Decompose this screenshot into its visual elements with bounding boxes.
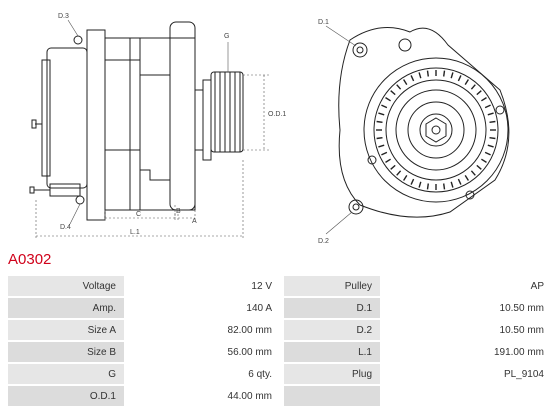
spec-label: Plug bbox=[284, 364, 380, 384]
vent-slot bbox=[443, 70, 446, 77]
vent-slot bbox=[487, 144, 494, 148]
spec-separator bbox=[280, 298, 284, 318]
vent-slot bbox=[390, 90, 396, 96]
vent-slot bbox=[410, 75, 415, 82]
spec-value: 10.50 mm bbox=[380, 298, 552, 318]
spec-label: Pulley bbox=[284, 276, 380, 296]
vent-slot bbox=[464, 175, 469, 181]
spec-separator bbox=[280, 364, 284, 384]
cooling-vents bbox=[376, 70, 496, 190]
spec-separator bbox=[280, 320, 284, 340]
spec-label: Amp. bbox=[8, 298, 124, 318]
vent-slot bbox=[381, 151, 388, 156]
vent-slot bbox=[457, 178, 462, 185]
part-code: A0302 bbox=[8, 251, 52, 268]
vent-slot bbox=[470, 170, 476, 176]
spec-value: 44.00 mm bbox=[124, 386, 280, 406]
vent-slot bbox=[396, 170, 402, 176]
vent-slot bbox=[450, 72, 454, 79]
spec-label: O.D.1 bbox=[8, 386, 124, 406]
spec-separator bbox=[280, 276, 284, 296]
leader-lines bbox=[67, 19, 229, 225]
spec-label bbox=[284, 386, 380, 406]
spec-separator bbox=[280, 342, 284, 362]
label-d3: D.3 bbox=[58, 13, 69, 20]
vent-slot bbox=[481, 97, 487, 102]
front-view-drawing bbox=[338, 27, 510, 218]
dimension-lines bbox=[35, 74, 270, 240]
vent-slot bbox=[487, 112, 494, 116]
vent-slot bbox=[376, 137, 383, 140]
spec-value: PL_9104 bbox=[380, 364, 552, 384]
spec-label: D.1 bbox=[284, 298, 380, 318]
vent-slot bbox=[470, 84, 476, 90]
label-c: C bbox=[136, 211, 141, 218]
vent-slot bbox=[403, 79, 408, 85]
label-g: G bbox=[224, 33, 229, 40]
label-od1: O.D.1 bbox=[268, 111, 286, 118]
vent-slot bbox=[378, 144, 385, 148]
vent-slot bbox=[385, 97, 391, 102]
label-d4: D.4 bbox=[60, 224, 71, 231]
spec-value: 12 V bbox=[124, 276, 280, 296]
spec-label: Voltage bbox=[8, 276, 124, 296]
vent-slot bbox=[489, 137, 496, 140]
vent-slot bbox=[378, 112, 385, 116]
spec-separator bbox=[280, 386, 284, 406]
spec-value: 140 A bbox=[124, 298, 280, 318]
spec-value: 82.00 mm bbox=[124, 320, 280, 340]
vent-slot bbox=[410, 178, 415, 185]
vent-slot bbox=[476, 164, 482, 170]
vent-slot bbox=[376, 120, 383, 123]
vent-slot bbox=[426, 70, 429, 77]
vent-slot bbox=[385, 158, 391, 163]
vent-slot bbox=[457, 75, 462, 82]
vent-slot bbox=[418, 181, 422, 188]
spec-value: 10.50 mm bbox=[380, 320, 552, 340]
label-d1: D.1 bbox=[318, 19, 329, 26]
label-a: A bbox=[192, 218, 197, 225]
vent-slot bbox=[484, 104, 491, 109]
vent-slot bbox=[418, 72, 422, 79]
vent-slot bbox=[450, 181, 454, 188]
vent-slot bbox=[464, 79, 469, 85]
vent-slot bbox=[484, 151, 491, 156]
spec-label: G bbox=[8, 364, 124, 384]
label-b: B bbox=[176, 208, 181, 215]
vent-slot bbox=[481, 158, 487, 163]
spec-label: D.2 bbox=[284, 320, 380, 340]
vent-slot bbox=[476, 90, 482, 96]
spec-value: AP bbox=[380, 276, 552, 296]
spec-label: Size A bbox=[8, 320, 124, 340]
technical-drawing: D.3 G O.D.1 D.4 C A B L.1 bbox=[29, 13, 510, 245]
spec-value: 56.00 mm bbox=[124, 342, 280, 362]
spec-value: 191.00 mm bbox=[380, 342, 552, 362]
label-l1: L.1 bbox=[130, 229, 140, 236]
vent-slot bbox=[403, 175, 408, 181]
vent-slot bbox=[381, 104, 388, 109]
vent-slot bbox=[443, 183, 446, 190]
vent-slot bbox=[390, 164, 396, 170]
spec-value bbox=[380, 386, 552, 406]
vent-slot bbox=[396, 84, 402, 90]
spec-label: L.1 bbox=[284, 342, 380, 362]
spec-value: 6 qty. bbox=[124, 364, 280, 384]
front-leader-lines bbox=[325, 25, 357, 235]
vent-slot bbox=[489, 120, 496, 123]
spec-label: Size B bbox=[8, 342, 124, 362]
label-d2: D.2 bbox=[318, 238, 329, 245]
vent-slot bbox=[426, 183, 429, 190]
side-view-drawing bbox=[29, 21, 244, 221]
